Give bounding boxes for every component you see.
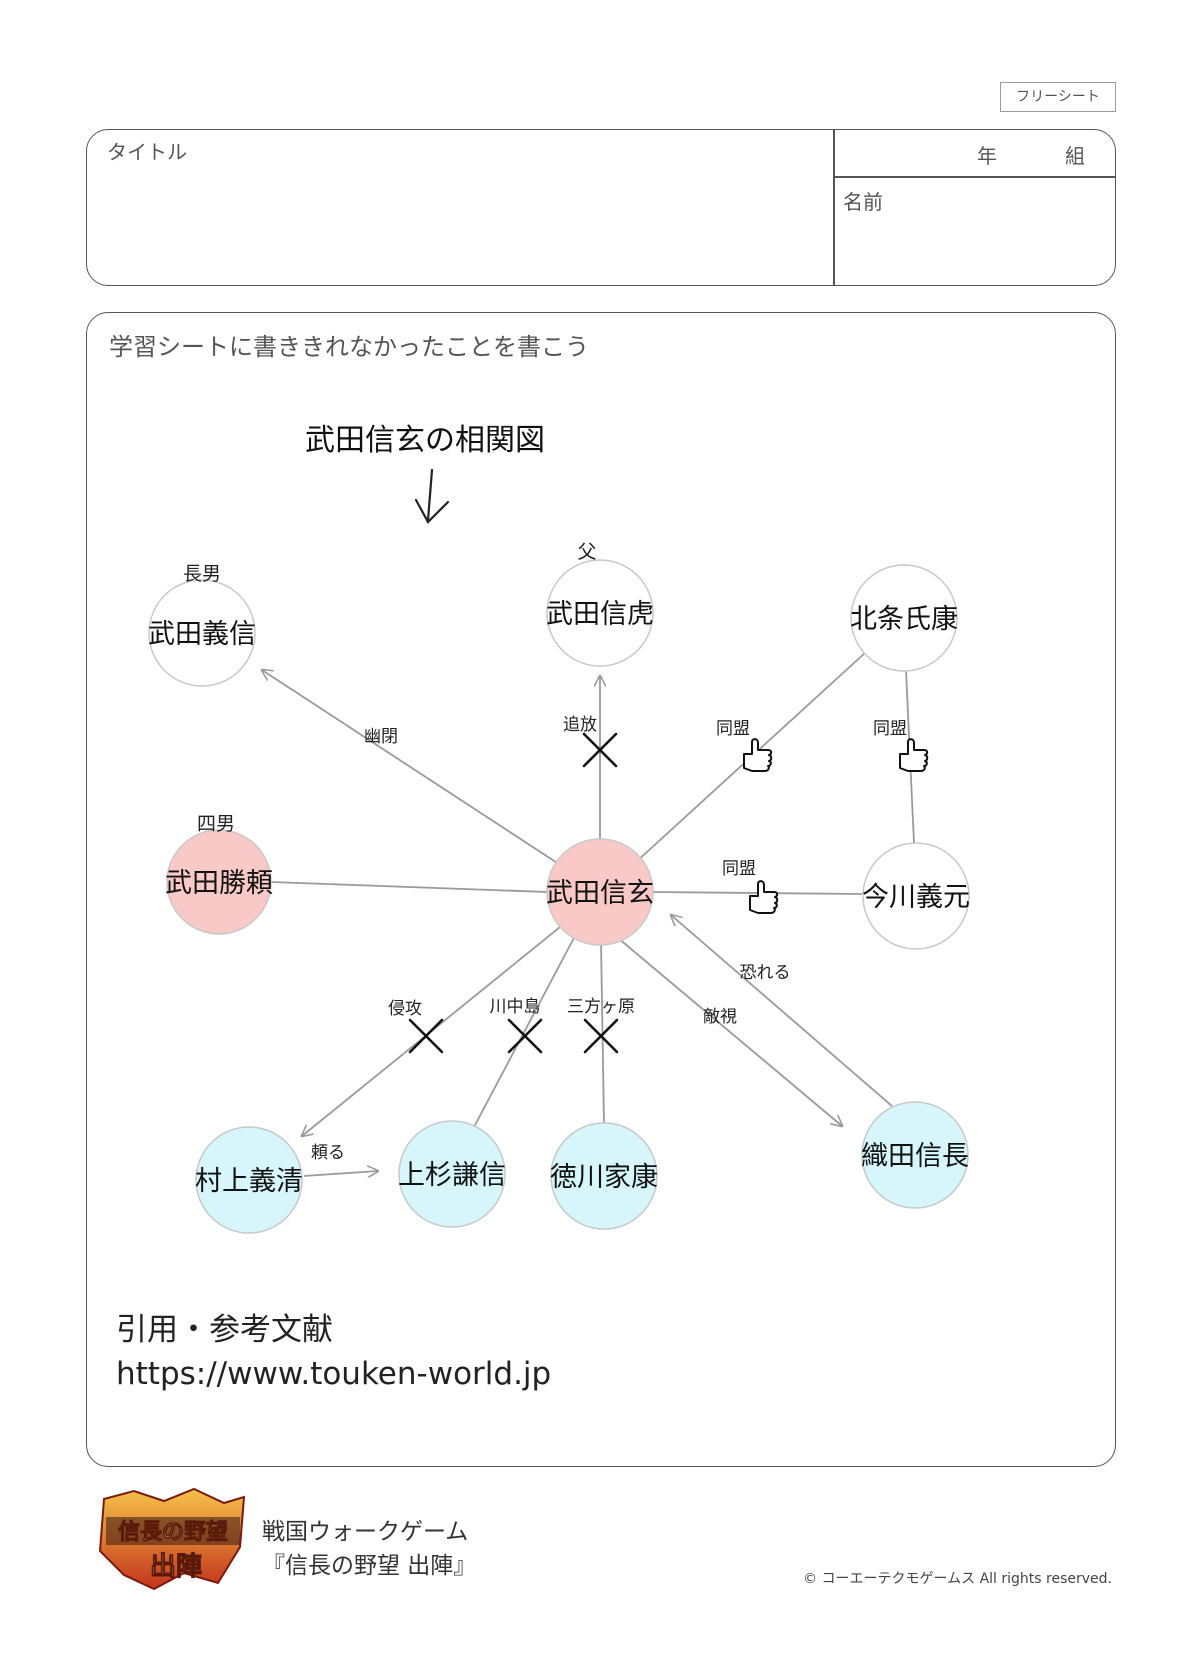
- game-logo: 信長の野望 出陣: [98, 1487, 246, 1591]
- node-yoshikiyo: 村上義清: [195, 1126, 303, 1234]
- node-circle: [546, 559, 654, 667]
- edge-label-osoreru: 恐れる: [740, 963, 791, 983]
- node-ujiyasu: 北条氏康: [850, 564, 958, 672]
- edge-label-domei2: 同盟: [873, 719, 907, 739]
- free-sheet-badge: フリーシート: [1000, 82, 1116, 112]
- cross-mark-tsuiho: [582, 732, 618, 768]
- header-divider-vertical: [833, 130, 835, 285]
- node-name: 武田信虎: [546, 599, 654, 630]
- node-circle: [850, 564, 958, 672]
- node-circle: [166, 829, 272, 935]
- edge-label-kawanakajima: 川中島: [490, 997, 541, 1017]
- node-ieyasu: 徳川家康: [550, 1122, 658, 1230]
- node-name: 武田勝頼: [165, 868, 273, 899]
- node-yoshimoto: 今川義元: [862, 842, 970, 950]
- cross-mark-mikatagahara: [583, 1018, 619, 1054]
- node-circle: [862, 842, 970, 950]
- edge-nobunaga-shingen: [671, 915, 893, 1107]
- node-name: 今川義元: [862, 882, 970, 913]
- game-title: 『信長の野望 出陣』: [262, 1553, 477, 1579]
- edge-label-mikatagahara: 三方ヶ原: [567, 997, 635, 1017]
- copyright: © コーエーテクモゲームス All rights reserved.: [803, 1571, 1112, 1587]
- node-relation-tag: 父: [577, 541, 596, 563]
- title-label: タイトル: [107, 140, 187, 164]
- edge-shingen-kenshin: [473, 933, 577, 1128]
- down-arrow-icon: [414, 468, 450, 524]
- node-circle: [398, 1120, 506, 1228]
- reference-heading: 引用・参考文献: [116, 1312, 333, 1348]
- name-label: 名前: [843, 190, 883, 214]
- node-circle: [546, 838, 654, 946]
- notes-box: 学習シートに書ききれなかったことを書こう: [86, 312, 1116, 1467]
- class-label: 組: [1065, 144, 1085, 168]
- node-shingen: 武田信玄: [546, 838, 654, 946]
- edge-label-tekishi: 敵視: [703, 1007, 737, 1027]
- node-name: 武田信玄: [546, 878, 654, 909]
- node-nobunaga: 織田信長: [861, 1101, 969, 1209]
- notes-prompt: 学習シートに書ききれなかったことを書こう: [109, 333, 589, 361]
- node-name: 村上義清: [195, 1166, 303, 1197]
- reference-url: https://www.touken-world.jp: [116, 1356, 551, 1392]
- cross-mark-kawanakajima: [507, 1018, 543, 1054]
- logo-title: 信長の野望: [118, 1519, 228, 1545]
- node-circle: [861, 1101, 969, 1209]
- edge-shingen-nobunaga: [617, 937, 842, 1126]
- edge-label-tsuiho: 追放: [563, 715, 597, 735]
- thumbs-up-icon: [749, 880, 779, 914]
- edge-shingen-katsuyori: [270, 881, 548, 893]
- edge-label-domei3: 同盟: [722, 859, 756, 879]
- node-nobutora: 武田信虎 父: [546, 541, 654, 667]
- edge-label-yuhei: 幽閉: [364, 727, 398, 747]
- node-circle: [195, 1126, 303, 1234]
- node-name: 上杉謙信: [398, 1160, 506, 1191]
- node-circle: [550, 1122, 658, 1230]
- node-relation-tag: 長男: [183, 563, 221, 585]
- game-genre: 戦国ウォークゲーム: [262, 1519, 469, 1545]
- logo-subtitle: 出陣: [150, 1552, 202, 1582]
- thumbs-up-icon: [743, 738, 773, 772]
- node-name: 北条氏康: [850, 604, 958, 635]
- edge-shingen-yoshinobu: [262, 670, 569, 871]
- thumbs-up-icon: [899, 738, 929, 772]
- node-circle: [148, 579, 256, 687]
- year-label: 年: [977, 144, 997, 168]
- cross-mark-shinko: [408, 1018, 444, 1054]
- edge-label-tanomu: 頼る: [311, 1143, 345, 1163]
- edge-label-shinko: 侵攻: [388, 999, 422, 1019]
- diagram-title: 武田信玄の相関図: [305, 423, 545, 458]
- node-name: 武田義信: [148, 619, 256, 650]
- node-relation-tag: 四男: [197, 813, 235, 835]
- node-name: 徳川家康: [550, 1162, 658, 1193]
- node-name: 織田信長: [861, 1141, 969, 1172]
- header-divider-horizontal: [833, 176, 1115, 178]
- node-kenshin: 上杉謙信: [398, 1120, 506, 1228]
- header-box: タイトル 年 組 名前: [86, 129, 1116, 286]
- edge-label-domei1: 同盟: [716, 719, 750, 739]
- edge-yoshikiyo-kenshin: [303, 1171, 378, 1176]
